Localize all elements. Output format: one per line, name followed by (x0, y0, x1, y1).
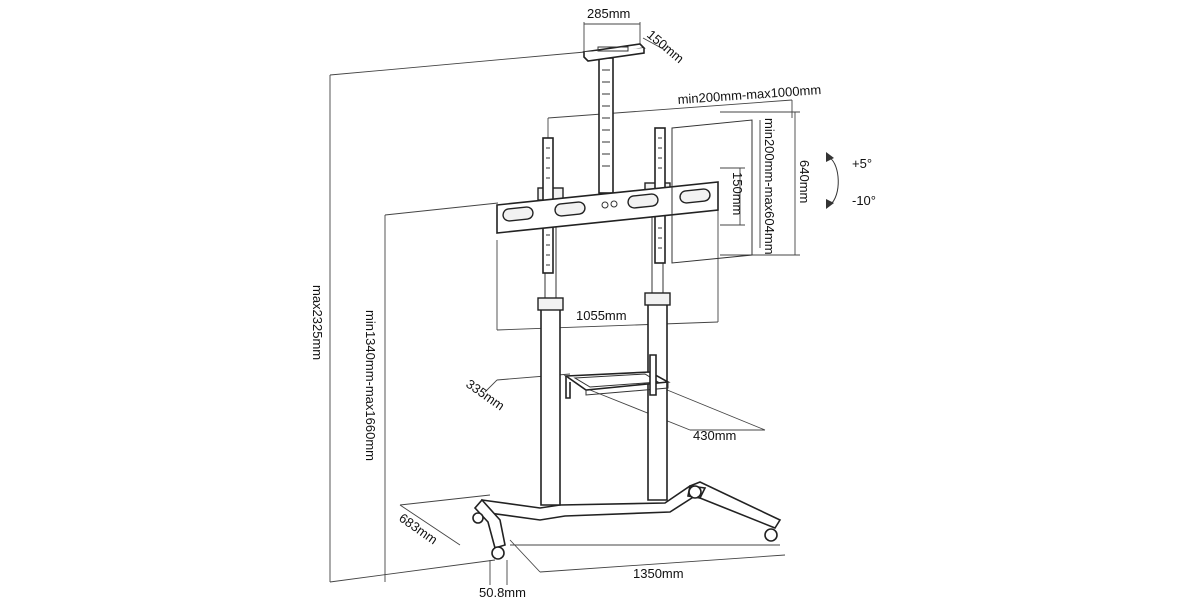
label-base-depth: 683mm (396, 510, 440, 547)
top-plate (582, 43, 646, 62)
label-top-plate-width: 285mm (587, 6, 630, 21)
label-wheel-size: 50.8mm (479, 585, 526, 600)
vesa-width-dimension (547, 99, 793, 138)
camera-pole (598, 57, 614, 194)
label-bracket-bar-height: 150mm (730, 172, 745, 215)
tilt-arrow-icon (826, 152, 839, 209)
label-mount-height: min1340mm-max1660mm (363, 310, 378, 461)
label-tilt-up: +5° (852, 156, 872, 171)
label-bracket-width: 1055mm (576, 308, 627, 323)
label-vesa-height: min200mm-max604mm (762, 118, 777, 255)
stand-columns (537, 182, 671, 506)
tv-bracket (496, 181, 719, 234)
label-shelf-width: 430mm (693, 428, 736, 443)
vesa-height-dimension (720, 111, 800, 256)
base-dimensions (399, 494, 786, 585)
label-top-plate-depth: 150mm (644, 27, 687, 66)
label-shelf-depth: 335mm (463, 376, 507, 413)
bracket-width-dimension (496, 210, 719, 331)
label-total-height: max2325mm (310, 285, 325, 360)
stand-base (472, 481, 782, 560)
total-height-dimension (329, 51, 586, 583)
av-shelf (563, 354, 671, 399)
label-base-width: 1350mm (633, 566, 684, 581)
top-plate-dimensions (583, 22, 666, 52)
vesa-plate-outline (671, 119, 753, 264)
bracket-bar-dimension (720, 167, 745, 226)
label-bracket-height: 640mm (797, 160, 812, 203)
mount-height-dimension (384, 202, 499, 582)
label-tilt-down: -10° (852, 193, 876, 208)
